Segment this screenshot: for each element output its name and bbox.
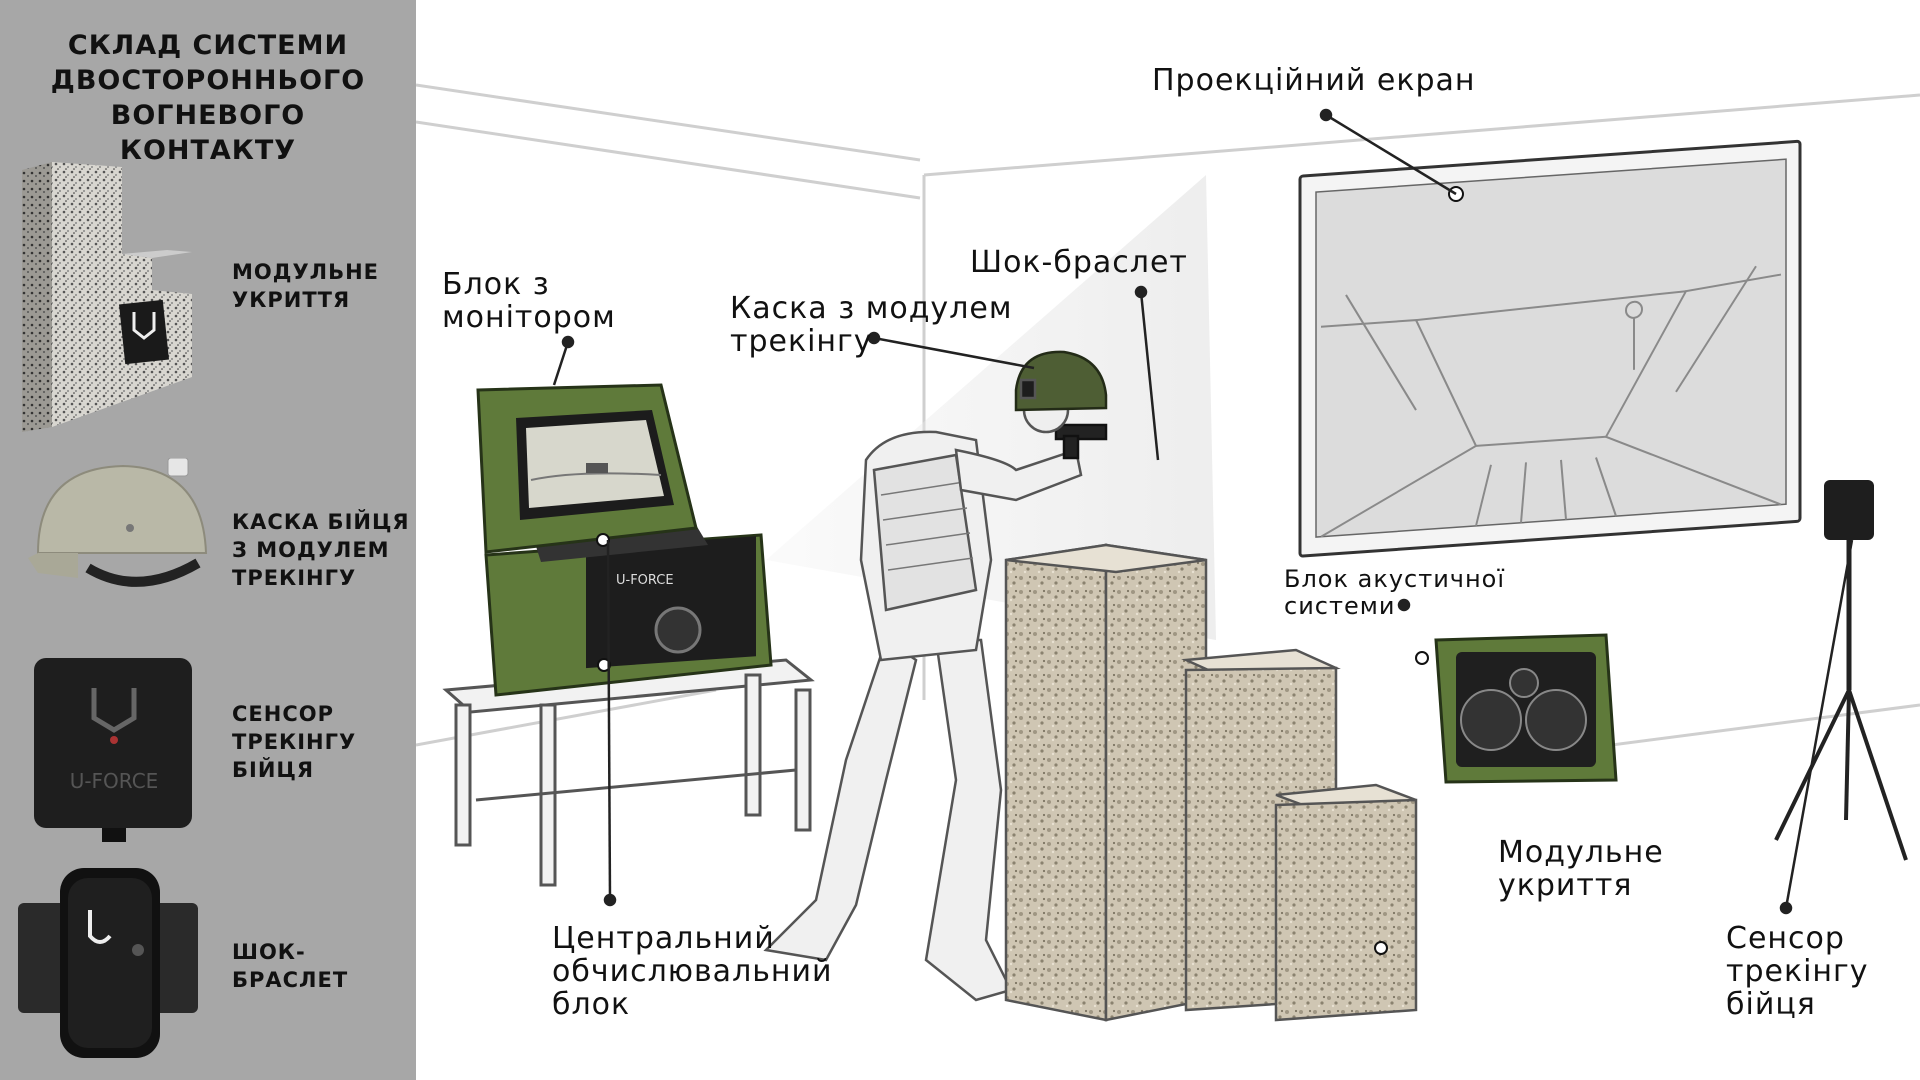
callout-tracking-sensor: Сенсор трекінгу бійця: [1726, 921, 1869, 1022]
callout-projection-screen: Проекційний екран: [1152, 63, 1476, 98]
callout-shock-bracelet: Шок-браслет: [970, 245, 1188, 280]
soldier-figure: [763, 350, 1108, 1002]
tracking-sensor-tripod: [1774, 480, 1908, 861]
training-scene: U-FORCE: [416, 0, 1920, 1080]
modular-cover-icon: [22, 162, 192, 432]
callout-acoustic-block: Блок акустичної системи: [1284, 565, 1506, 620]
monitor-control-unit: U-FORCE: [442, 383, 815, 887]
scene-illustration: U-FORCE: [416, 83, 1920, 1022]
callout-modular-cover: Модульне укриття: [1498, 835, 1664, 903]
sidebar-item-label: МОДУЛЬНЕ УКРИТТЯ: [232, 260, 380, 312]
sidebar-item-label: КАСКА БІЙЦЯ З МОДУЛЕМ ТРЕКІНГУ: [232, 510, 410, 590]
helmet-icon: [28, 458, 208, 587]
sidebar: СКЛАД СИСТЕМИ ДВОСТОРОННЬОГО ВОГНЕВОГО К…: [0, 0, 416, 1080]
leader-lines: [552, 108, 1854, 915]
shock-bracelet-icon: [18, 868, 198, 1058]
sensor-brand-text: U-FORCE: [70, 769, 159, 793]
sidebar-item-label: СЕНСОР ТРЕКІНГУ БІЙЦЯ: [232, 702, 357, 782]
tracking-sensor-icon: U-FORCE: [34, 658, 192, 842]
sidebar-title: СКЛАД СИСТЕМИ ДВОСТОРОННЬОГО ВОГНЕВОГО К…: [50, 30, 366, 166]
callout-central-unit: Центральний обчислювальний блок: [552, 921, 833, 1022]
modular-cover-blocks: [1004, 543, 1418, 1022]
acoustic-system: [1415, 633, 1618, 784]
u-force-logo-icon: [118, 299, 170, 365]
projection-screen: [1298, 139, 1802, 558]
callout-monitor-block: Блок з монітором: [442, 267, 616, 335]
central-unit-brand-text: U-FORCE: [616, 573, 674, 588]
sidebar-item-label: ШОК-БРАСЛЕТ: [232, 940, 349, 992]
callout-helmet-tracking: Каска з модулем трекінгу: [730, 291, 1013, 359]
